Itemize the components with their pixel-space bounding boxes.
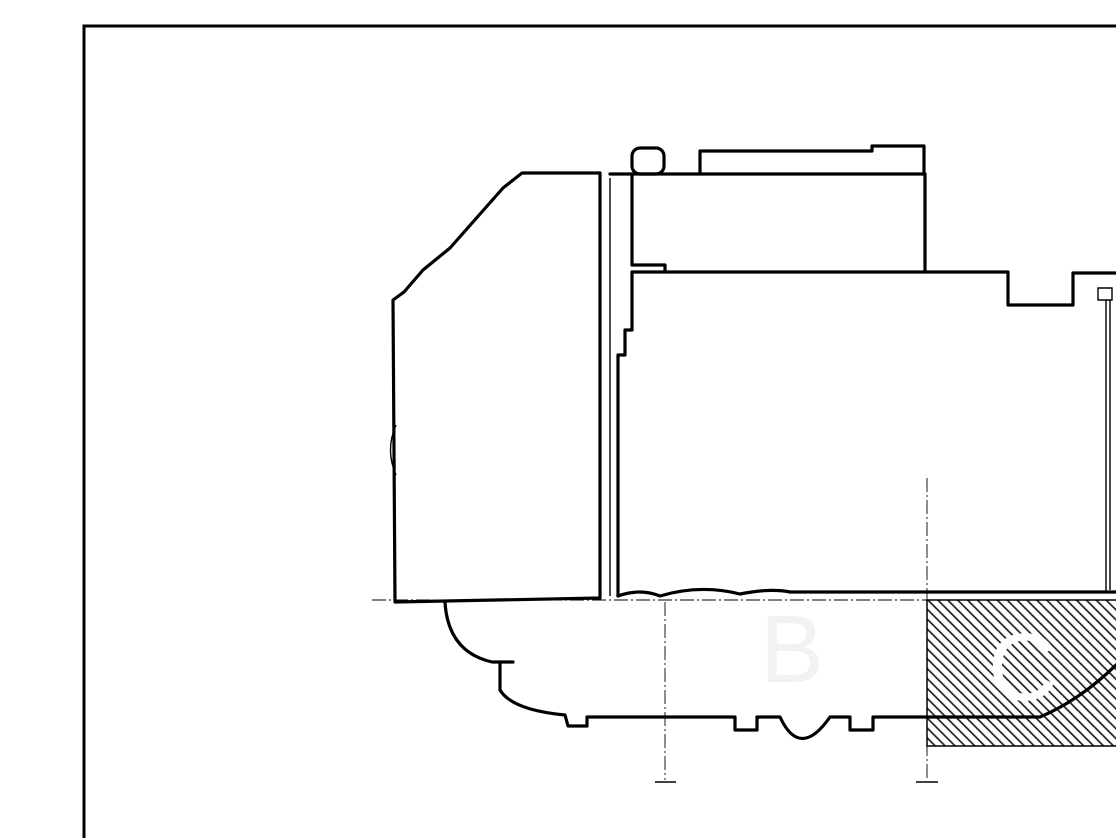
zone-c-area[interactable] [926, 599, 1116, 747]
south-terrace-outline [443, 600, 1116, 741]
left-wing-walls [391, 171, 602, 604]
zone-b-label[interactable]: B [760, 596, 824, 703]
zone-c-label[interactable]: C [988, 614, 1057, 721]
main-hall-south-wall [616, 587, 1116, 598]
main-hall-walls [630, 270, 1116, 307]
left-wing-bay-window [389, 424, 397, 476]
top-annex-walls [608, 144, 927, 274]
east-rooms-walls [1097, 287, 1113, 592]
main-hall-west-wall [616, 270, 634, 598]
sheet-border [82, 24, 1116, 838]
